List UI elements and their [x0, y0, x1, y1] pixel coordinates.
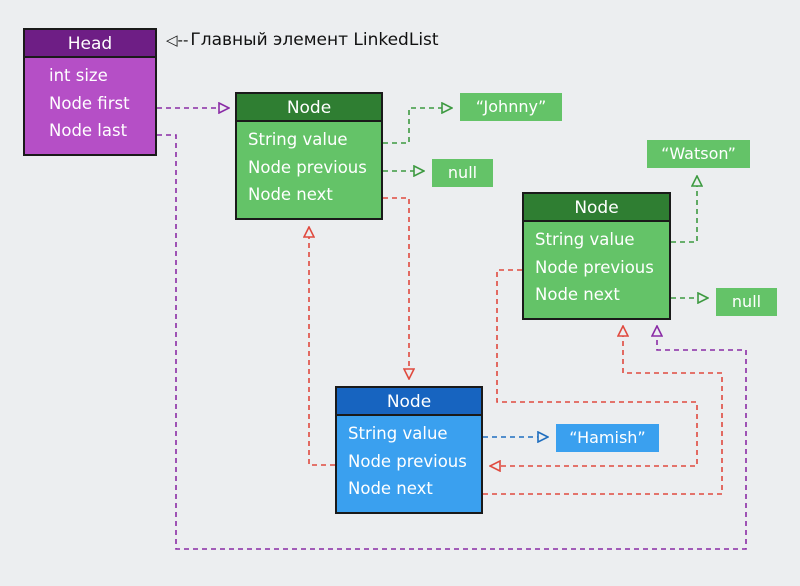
node-field-value: String value [248, 130, 348, 149]
node-box-hamish: Node String value Node previous Node nex… [335, 386, 483, 514]
head-field-first: Node first [49, 93, 130, 113]
note-text: Главный элемент LinkedList [190, 30, 439, 50]
value-johnny: “Johnny” [460, 93, 562, 121]
note-arrow-icon: ◁-- [166, 31, 189, 49]
node3-previous-link [309, 227, 335, 466]
last-pointer [157, 134, 747, 550]
node-field-next: Node next [348, 479, 433, 498]
node-box-watson: Node String value Node previous Node nex… [522, 192, 671, 320]
node-field-next: Node next [535, 285, 620, 304]
node2-previous-link [490, 269, 698, 466]
value-watson: “Watson” [647, 140, 750, 168]
head-field-last: Node last [49, 121, 128, 140]
node-field-previous: Node previous [535, 257, 654, 277]
node-title: Node [337, 388, 481, 416]
node2-value-link [671, 176, 697, 243]
node-field-previous: Node previous [248, 157, 367, 177]
node-title: Node [524, 194, 669, 222]
node3-next-link [483, 326, 723, 495]
node1-value-link [383, 108, 452, 144]
node-field-next: Node next [248, 185, 333, 204]
value-hamish: “Hamish” [556, 424, 659, 452]
head-box: Head int size Node first Node last [23, 28, 157, 156]
node-box-johnny: Node String value Node previous Node nex… [235, 92, 383, 220]
node1-next-link [383, 197, 409, 379]
head-title: Head [25, 30, 155, 58]
head-note: ◁--Главный элемент LinkedList [166, 28, 439, 52]
node-field-value: String value [348, 424, 448, 443]
value-null: null [432, 159, 493, 187]
value-null: null [716, 288, 777, 316]
node-field-previous: Node previous [348, 451, 467, 471]
head-field-size: int size [49, 66, 108, 85]
node-title: Node [237, 94, 381, 122]
node-field-value: String value [535, 230, 635, 249]
